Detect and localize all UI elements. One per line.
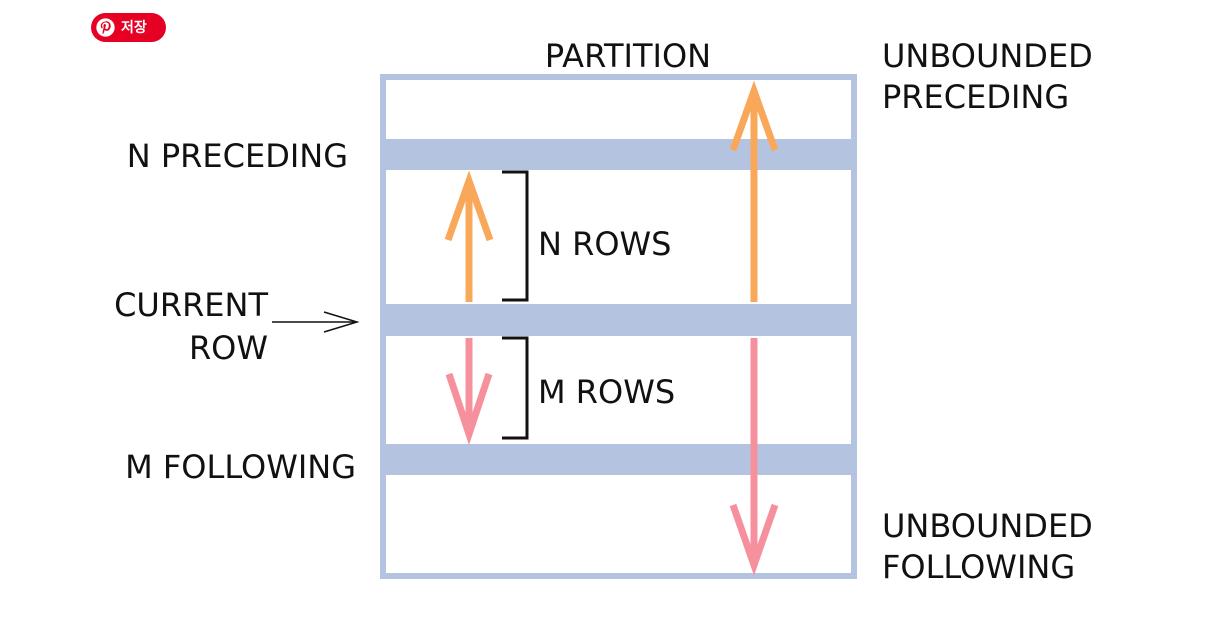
current-row-label-line2: ROW xyxy=(189,329,268,367)
m-rows-label: M ROWS xyxy=(538,373,675,411)
current-row-band xyxy=(383,304,854,336)
unbounded-preceding-arrow xyxy=(729,80,779,302)
n-preceding-label: N PRECEDING xyxy=(127,137,348,175)
current-row-pointer-arrow xyxy=(272,311,360,333)
m-rows-bracket xyxy=(502,336,529,440)
n-preceding-band xyxy=(383,139,854,170)
pinterest-save-button[interactable]: 저장 xyxy=(91,13,166,42)
unbounded-following-label-line2: FOLLOWING xyxy=(882,548,1075,586)
unbounded-following-label-line1: UNBOUNDED xyxy=(882,507,1093,545)
unbounded-preceding-label-line2: PRECEDING xyxy=(882,78,1069,116)
n-preceding-arrow xyxy=(444,170,494,302)
current-row-label-line1: CURRENT xyxy=(114,286,268,324)
save-button-label: 저장 xyxy=(121,19,147,36)
unbounded-preceding-label-line1: UNBOUNDED xyxy=(882,37,1093,75)
pinterest-icon xyxy=(96,18,115,37)
partition-label: PARTITION xyxy=(545,37,711,75)
unbounded-following-arrow xyxy=(729,338,779,576)
m-following-arrow xyxy=(445,338,493,446)
n-rows-bracket xyxy=(502,170,529,302)
m-following-label: M FOLLOWING xyxy=(125,448,356,486)
n-rows-label: N ROWS xyxy=(538,225,671,263)
m-following-band xyxy=(383,444,854,475)
